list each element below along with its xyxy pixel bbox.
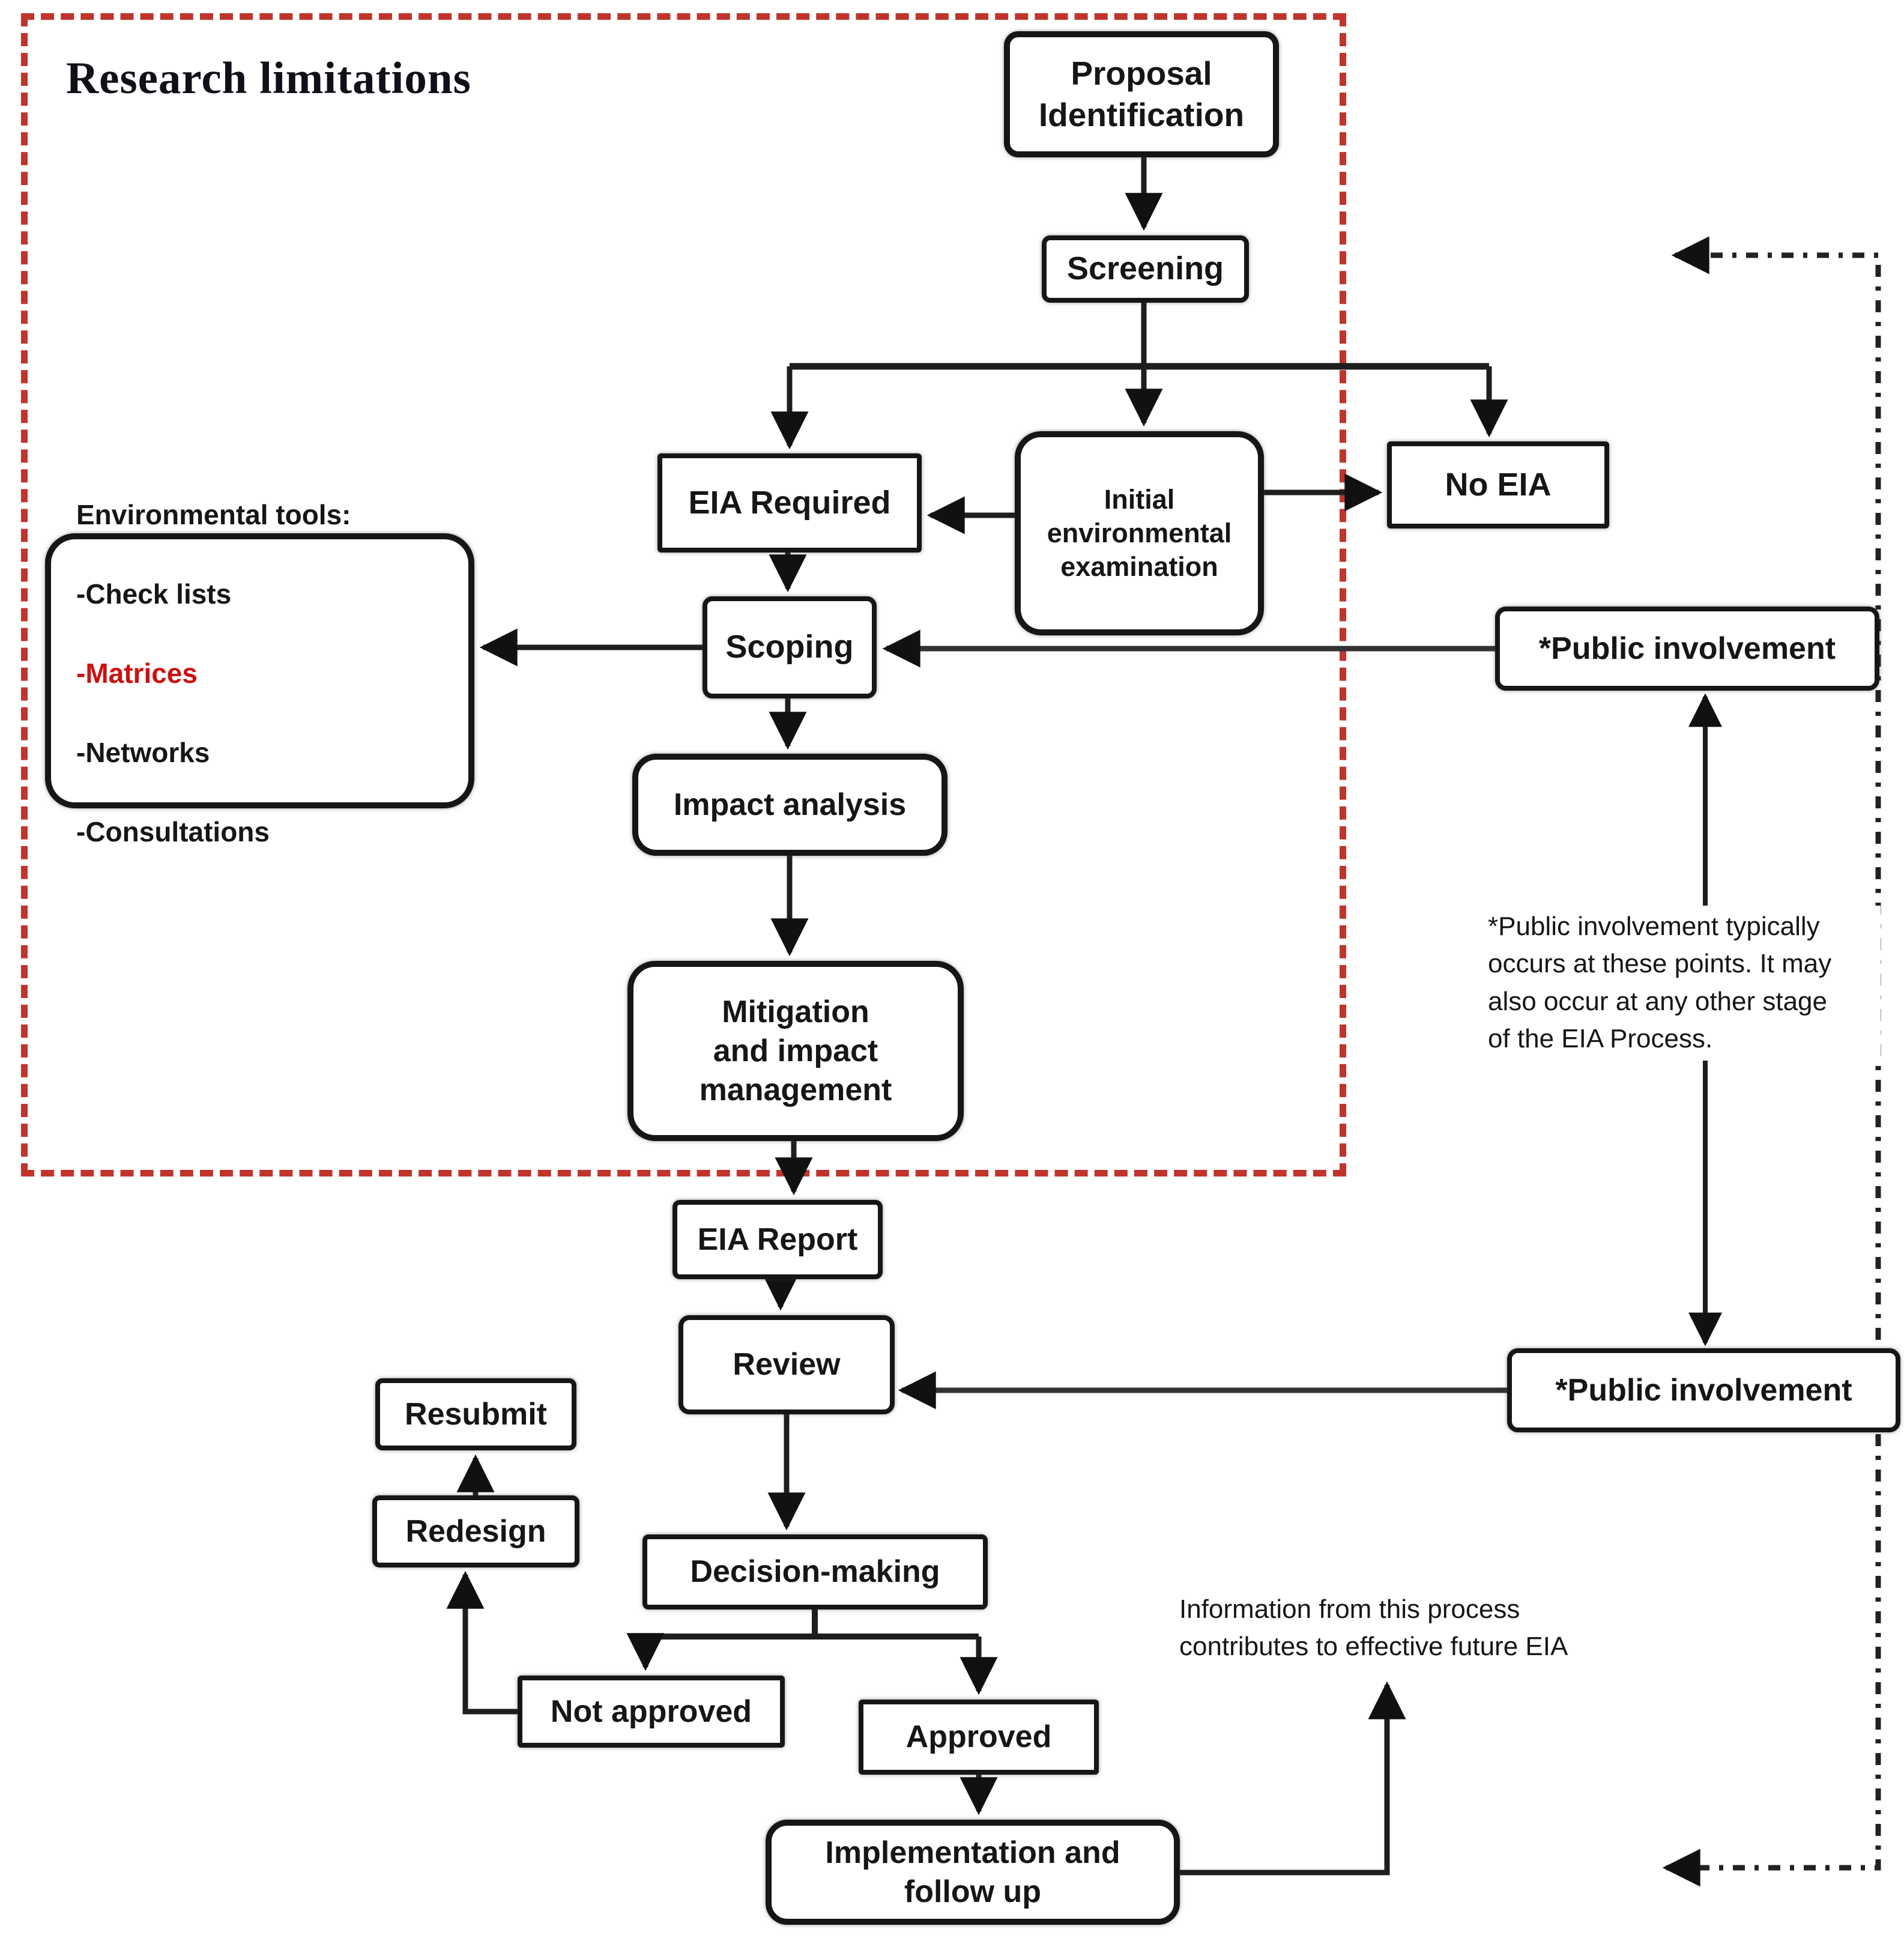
arrow-implementation-info-note xyxy=(1180,1681,1406,1876)
node-eia-required: EIA Required xyxy=(657,453,922,553)
node-resubmit: Resubmit xyxy=(375,1378,576,1450)
node-redesign: Redesign xyxy=(372,1495,579,1567)
env-tools-item-networks: -Networks xyxy=(76,736,210,768)
env-tools-item-consultations: -Consultations xyxy=(76,816,270,847)
research-limitations-title: Research limitations xyxy=(66,53,471,103)
node-impact-analysis: Impact analysis xyxy=(632,754,947,856)
env-tools-title: Environmental tools: xyxy=(76,498,351,530)
node-scoping: Scoping xyxy=(703,596,877,698)
node-review: Review xyxy=(678,1315,895,1414)
node-implementation-follow-up: Implementation and follow up xyxy=(766,1820,1180,1925)
node-proposal-identification: Proposal Identification xyxy=(1004,31,1279,157)
research-limitations-frame xyxy=(21,13,1346,1176)
node-screening: Screening xyxy=(1042,235,1249,303)
node-environmental-tools: Environmental tools: -Check lists -Matri… xyxy=(45,499,474,847)
node-mitigation-impact-management: Mitigation and impact management xyxy=(627,961,964,1141)
arrow-not-approved-redesign xyxy=(446,1570,518,1715)
node-public-involvement-bottom: *Public involvement xyxy=(1507,1348,1900,1432)
node-approved: Approved xyxy=(859,1700,1099,1775)
node-eia-report: EIA Report xyxy=(672,1200,883,1279)
node-initial-environmental-examination: Initial environmental examination xyxy=(1015,431,1264,635)
node-no-eia: No EIA xyxy=(1387,441,1609,528)
decision-split-line xyxy=(645,1609,979,1640)
public-involvement-note: *Public involvement typically occurs at … xyxy=(1484,906,1881,1061)
env-tools-item-matrices: -Matrices xyxy=(76,657,198,689)
future-eia-info-note: Information from this process contribute… xyxy=(1179,1594,1568,1662)
env-tools-item-check-lists: -Check lists xyxy=(76,578,232,610)
node-public-involvement-top: *Public involvement xyxy=(1495,607,1879,691)
feedback-dashdot-arrow xyxy=(1662,236,1881,1887)
node-decision-making: Decision-making xyxy=(642,1534,988,1609)
node-not-approved: Not approved xyxy=(518,1676,785,1748)
